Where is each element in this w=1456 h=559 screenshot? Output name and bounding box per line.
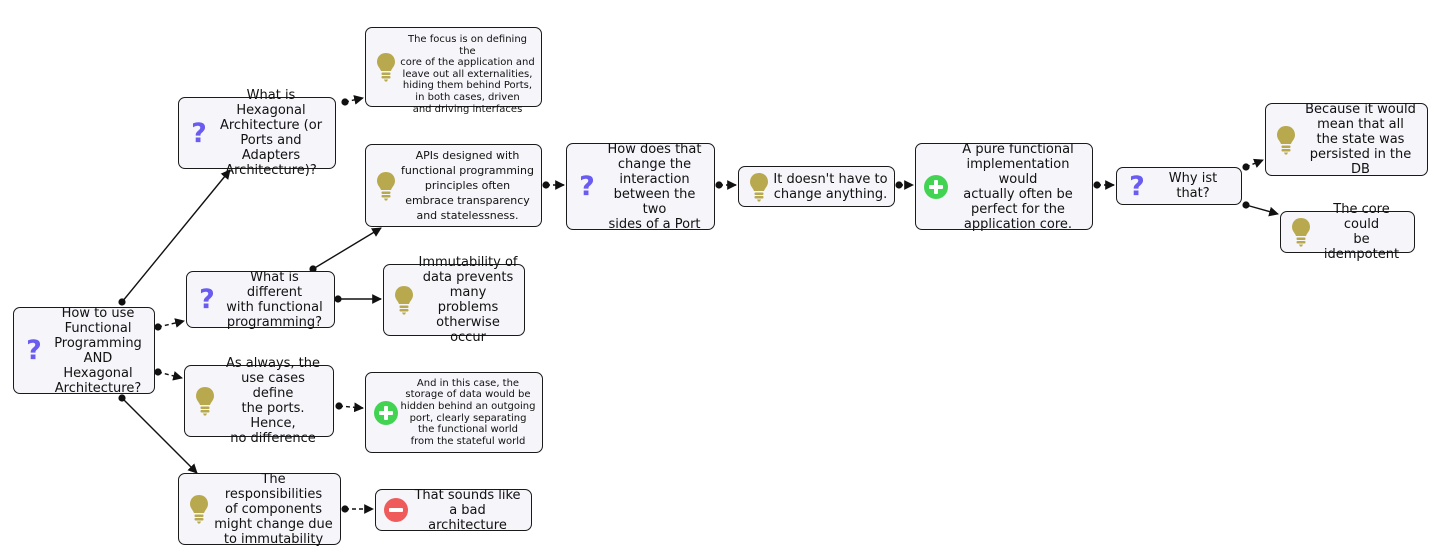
- lightbulb-icon: [390, 285, 418, 315]
- connector-arrow: [312, 227, 382, 270]
- node-text: Immutability of data prevents many probl…: [418, 255, 518, 345]
- question-icon: ?: [579, 171, 595, 202]
- question-icon: ?: [1129, 170, 1145, 202]
- storage-pro-node[interactable]: And in this case, the storage of data wo…: [365, 372, 543, 453]
- doesnt-change-answer-node[interactable]: It doesn't have to change anything.: [738, 166, 895, 207]
- question-icon: ?: [199, 284, 215, 315]
- connector-dot: [895, 181, 903, 189]
- hexagonal-question-node[interactable]: ? What is Hexagonal Architecture (or Por…: [178, 88, 336, 178]
- connector-dot: [118, 298, 126, 306]
- connector-arrow: [157, 371, 183, 381]
- plus-icon: [922, 174, 950, 199]
- immutability-answer-node[interactable]: Immutability of data prevents many probl…: [383, 255, 525, 345]
- node-text: And in this case, the storage of data wo…: [400, 377, 536, 447]
- node-text: As always, the use cases define the port…: [225, 356, 321, 446]
- connector-dot: [341, 98, 349, 106]
- lightbulb-icon: [1287, 217, 1315, 247]
- apis-answer-node[interactable]: APIs designed with functional programmin…: [365, 144, 542, 227]
- node-text: How does that change the interaction bet…: [607, 141, 702, 232]
- connector-dot: [341, 505, 349, 513]
- node-text: It doesn't have to change anything.: [773, 171, 888, 202]
- connector-dot: [154, 323, 162, 331]
- plus-icon: [372, 400, 400, 425]
- connector-dot: [335, 402, 343, 410]
- why-question-node[interactable]: ? Why ist that?: [1116, 167, 1242, 205]
- node-text: The responsibilities of components might…: [214, 471, 333, 547]
- connector-dot: [118, 394, 126, 402]
- difference-question-node[interactable]: ? What is different with functional prog…: [186, 269, 335, 330]
- connector-arrow: [121, 169, 231, 303]
- idempotent-answer-node[interactable]: The core could be idempotent: [1280, 202, 1415, 262]
- pure-functional-pro-node[interactable]: A pure functional implementation would a…: [915, 141, 1093, 232]
- responsibilities-answer-node[interactable]: The responsibilities of components might…: [178, 471, 341, 547]
- minus-icon: [382, 498, 410, 522]
- root-question-node[interactable]: ? How to use Functional Programming AND …: [13, 305, 155, 396]
- lightbulb-icon: [372, 171, 400, 201]
- lightbulb-icon: [745, 172, 773, 202]
- connector-arrow: [121, 397, 198, 474]
- lightbulb-icon: [1272, 125, 1300, 155]
- node-text: What is Hexagonal Architecture (or Ports…: [219, 88, 323, 178]
- node-text: What is different with functional progra…: [226, 269, 323, 330]
- connector-dot: [1093, 181, 1101, 189]
- bad-architecture-con-node[interactable]: That sounds like a bad architecture: [375, 487, 532, 533]
- connector-dot: [715, 181, 723, 189]
- node-text: A pure functional implementation would a…: [962, 141, 1074, 232]
- because-answer-node[interactable]: Because it would mean that all the state…: [1265, 102, 1428, 177]
- node-text: Why ist that?: [1168, 171, 1218, 201]
- lightbulb-icon: [372, 52, 400, 82]
- connector-dot: [309, 265, 317, 273]
- question-icon: ?: [191, 117, 207, 149]
- question-icon: ?: [26, 335, 42, 366]
- connector-dot: [542, 181, 550, 189]
- connector-arrow: [157, 318, 185, 328]
- node-text: How to use Functional Programming AND He…: [54, 305, 142, 396]
- connector-dot: [1242, 201, 1250, 209]
- node-text: That sounds like a bad architecture: [414, 487, 521, 533]
- connector-arrow: [1245, 204, 1279, 217]
- change-question-node[interactable]: ? How does that change the interaction b…: [566, 141, 715, 232]
- lightbulb-icon: [185, 494, 213, 524]
- connector-arrow: [338, 402, 364, 413]
- connector-dot: [154, 368, 162, 376]
- node-text: Because it would mean that all the state…: [1305, 102, 1416, 177]
- connector-dot: [1242, 163, 1250, 171]
- focus-answer-node[interactable]: The focus is on defining the core of the…: [365, 27, 542, 115]
- node-text: APIs designed with functional programmin…: [401, 149, 534, 222]
- use-cases-answer-node[interactable]: As always, the use cases define the port…: [184, 356, 334, 446]
- node-text: The core could be idempotent: [1323, 202, 1400, 262]
- lightbulb-icon: [191, 386, 219, 416]
- connector-dot: [334, 295, 342, 303]
- node-text: The focus is on defining the core of the…: [400, 34, 535, 115]
